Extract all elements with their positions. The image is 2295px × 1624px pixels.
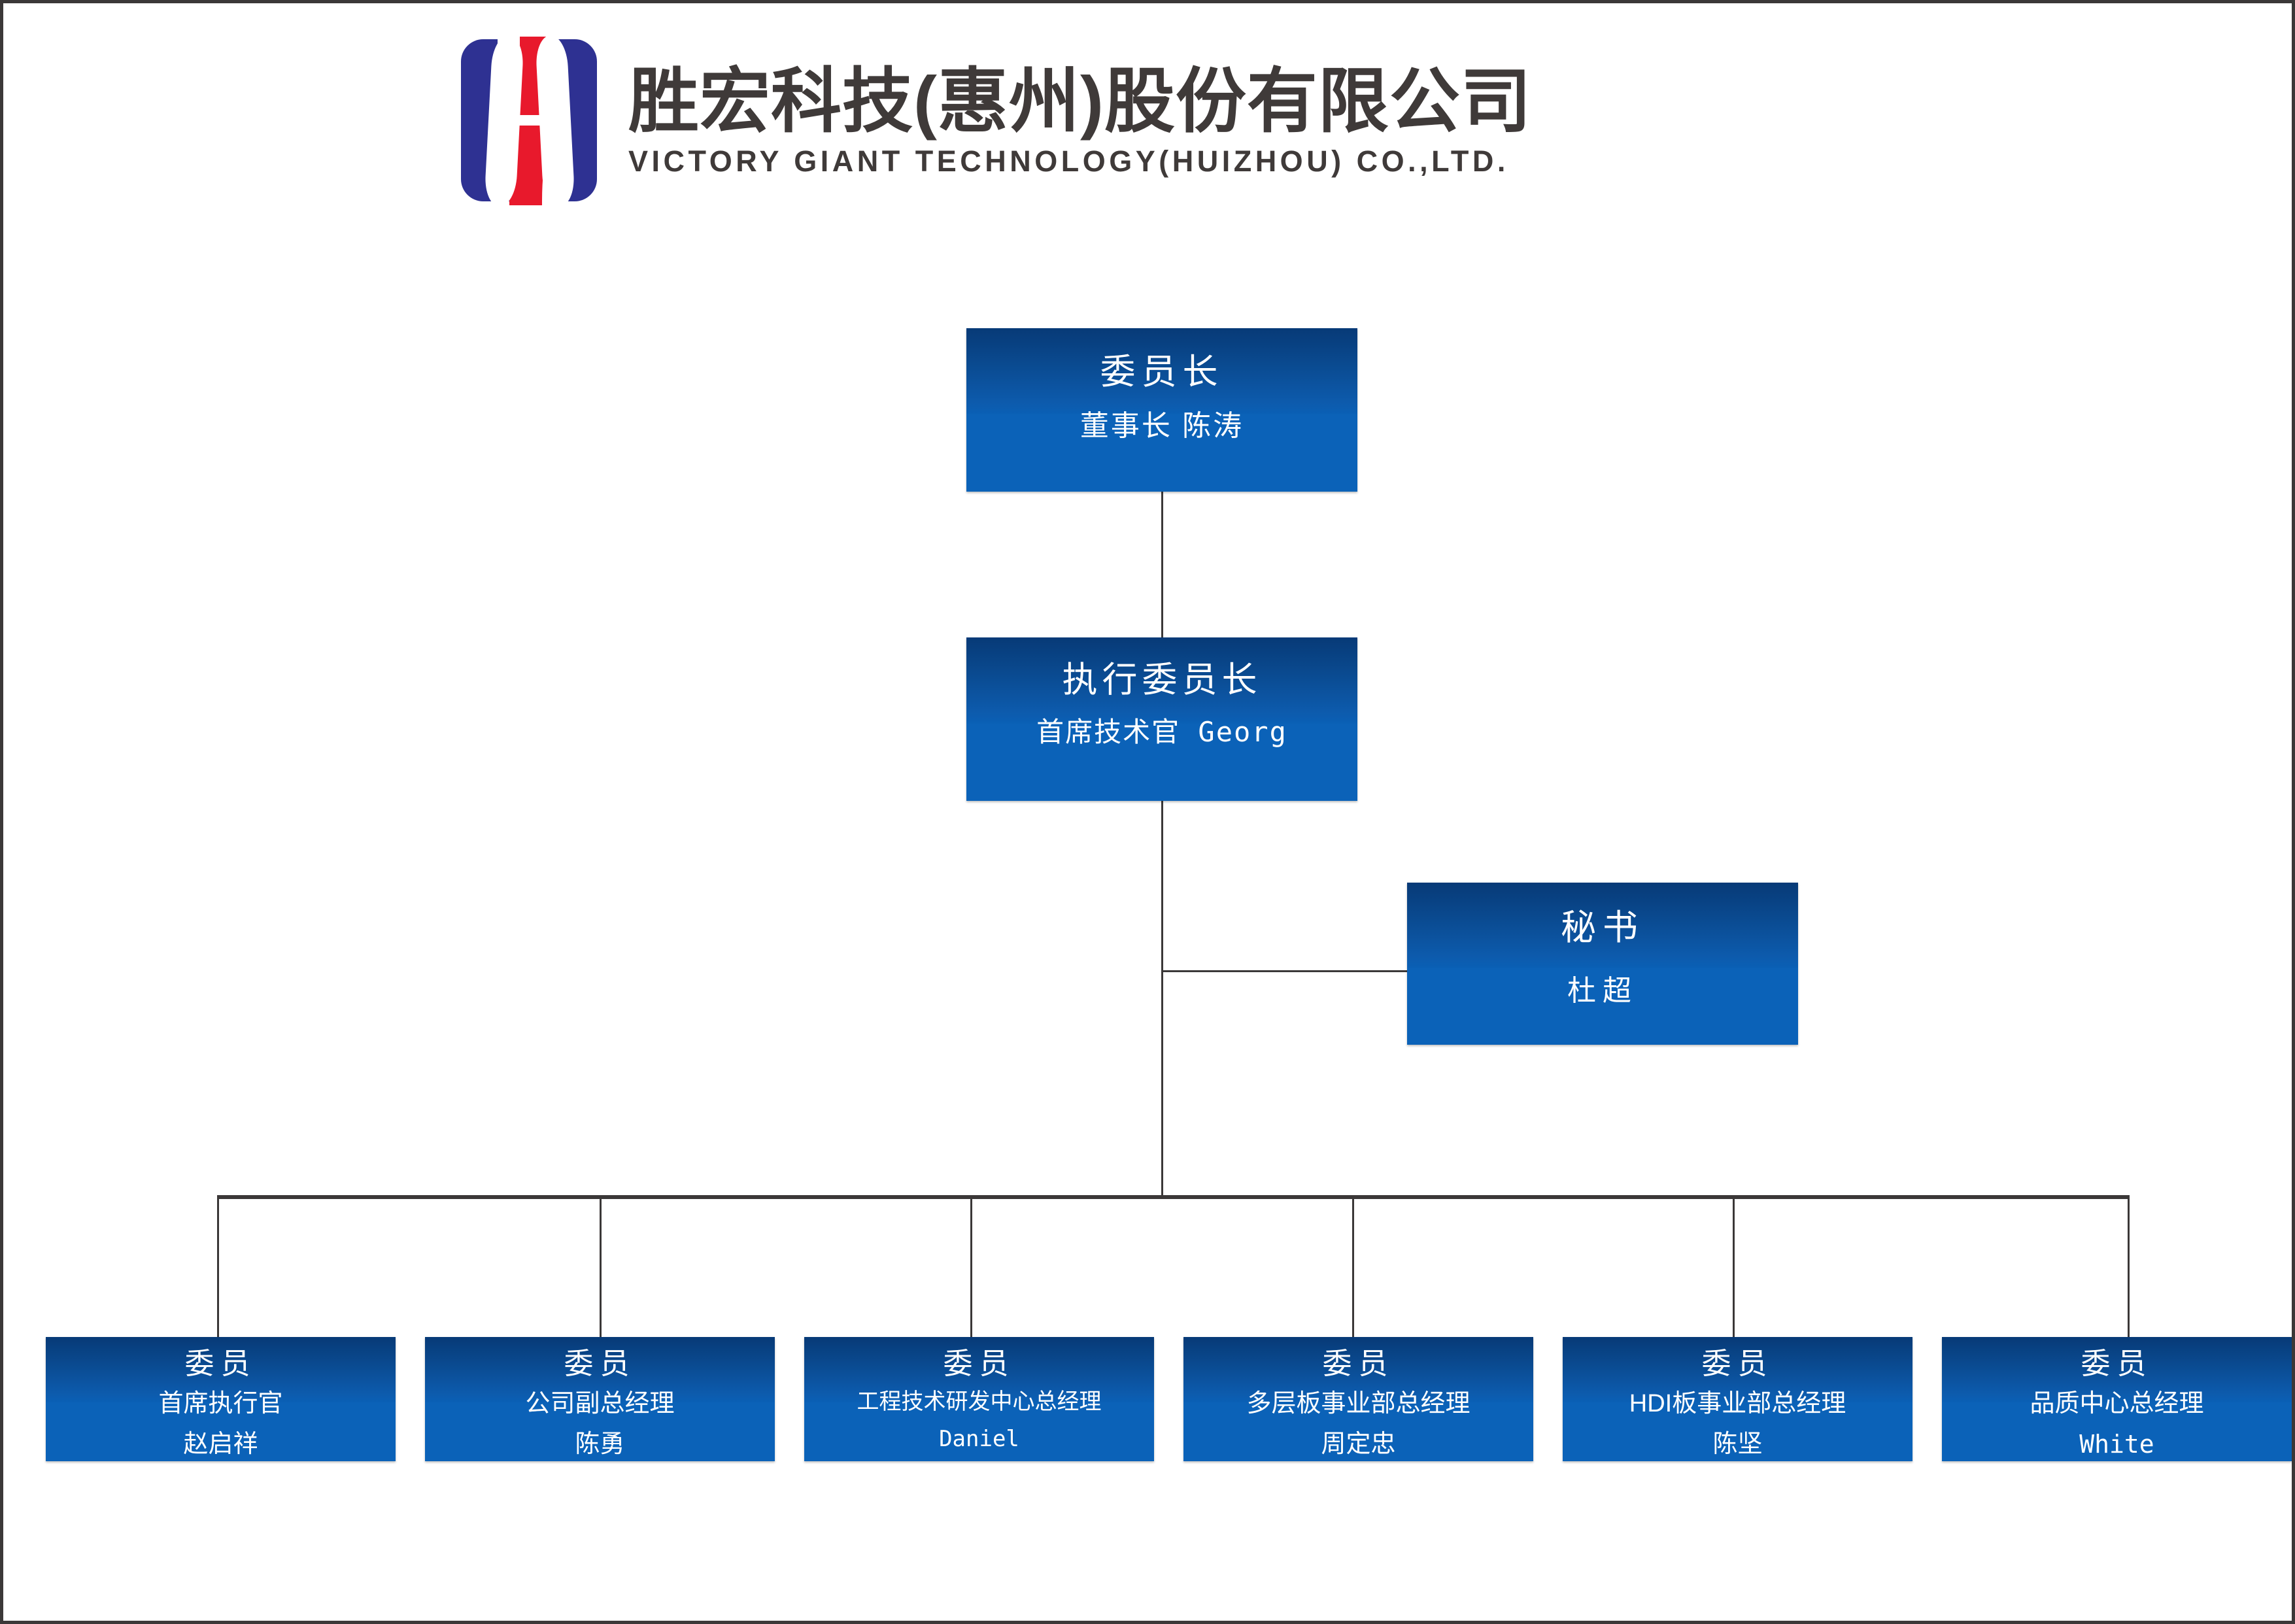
node-title: 秘书 bbox=[1561, 908, 1644, 947]
org-node-member-4[interactable]: 委员 多层板事业部总经理 周定忠 bbox=[1183, 1337, 1533, 1461]
connector-chairman-to-executive bbox=[1161, 492, 1163, 637]
connector-drop-member-5 bbox=[1733, 1195, 1735, 1337]
connector-bus-bar bbox=[217, 1195, 2130, 1199]
node-person: 陈坚 bbox=[1712, 1430, 1763, 1459]
node-person: 周定忠 bbox=[1321, 1430, 1396, 1459]
connector-drop-member-6 bbox=[2128, 1195, 2130, 1337]
node-title: 执行委员长 bbox=[1062, 660, 1262, 700]
company-name-block: 胜宏科技(惠州)股份有限公司 VICTORY GIANT TECHNOLOGY(… bbox=[628, 61, 1532, 179]
connector-drop-member-1 bbox=[217, 1195, 219, 1337]
connector-drop-member-4 bbox=[1352, 1195, 1354, 1337]
org-node-member-2[interactable]: 委员 公司副总经理 陈勇 bbox=[425, 1337, 775, 1461]
node-title: 委员 bbox=[943, 1347, 1015, 1380]
node-person: White bbox=[2079, 1430, 2154, 1459]
org-node-member-5[interactable]: 委员 HDI板事业部总经理 陈坚 bbox=[1563, 1337, 1912, 1461]
company-name-en: VICTORY GIANT TECHNOLOGY(HUIZHOU) CO.,LT… bbox=[628, 144, 1509, 178]
org-node-member-1[interactable]: 委员 首席执行官 赵启祥 bbox=[46, 1337, 396, 1461]
connector-executive-trunk bbox=[1161, 801, 1163, 1195]
org-node-executive[interactable]: 执行委员长 首席技术官 Georg bbox=[966, 637, 1357, 801]
node-role: HDI板事业部总经理 bbox=[1629, 1390, 1846, 1417]
company-header: 胜宏科技(惠州)股份有限公司 VICTORY GIANT TECHNOLOGY(… bbox=[461, 35, 1532, 211]
node-subtitle: 首席技术官 Georg bbox=[1036, 716, 1287, 748]
connector-drop-member-2 bbox=[600, 1195, 602, 1337]
node-role: 多层板事业部总经理 bbox=[1246, 1390, 1470, 1417]
org-node-member-6[interactable]: 委员 品质中心总经理 White bbox=[1942, 1337, 2292, 1461]
org-node-member-3[interactable]: 委员 工程技术研发中心总经理 Daniel bbox=[804, 1337, 1154, 1461]
node-role: 公司副总经理 bbox=[525, 1390, 675, 1417]
node-role: 工程技术研发中心总经理 bbox=[857, 1389, 1102, 1414]
connector-drop-member-3 bbox=[970, 1195, 972, 1337]
org-node-chairman[interactable]: 委员长 董事长 陈涛 bbox=[966, 328, 1357, 492]
node-person: 陈勇 bbox=[575, 1430, 625, 1459]
org-node-secretary[interactable]: 秘书 杜超 bbox=[1407, 883, 1798, 1045]
node-subtitle: 董事长 陈涛 bbox=[1080, 410, 1244, 442]
connector-executive-to-secretary bbox=[1161, 970, 1408, 972]
company-name-cn: 胜宏科技(惠州)股份有限公司 bbox=[628, 61, 1532, 141]
node-title: 委员 bbox=[1322, 1347, 1395, 1380]
node-title: 委员 bbox=[1701, 1347, 1774, 1380]
victory-giant-s-logo-icon bbox=[461, 35, 597, 211]
node-role: 首席执行官 bbox=[158, 1390, 283, 1417]
node-person: 赵启祥 bbox=[183, 1430, 258, 1459]
node-title: 委员 bbox=[564, 1347, 636, 1380]
node-title: 委员 bbox=[184, 1347, 257, 1380]
node-title: 委员长 bbox=[1100, 352, 1224, 392]
node-person: Daniel bbox=[939, 1426, 1019, 1453]
node-title: 委员 bbox=[2081, 1347, 2153, 1380]
node-role: 品质中心总经理 bbox=[2030, 1390, 2204, 1417]
node-subtitle: 杜超 bbox=[1567, 975, 1638, 1007]
